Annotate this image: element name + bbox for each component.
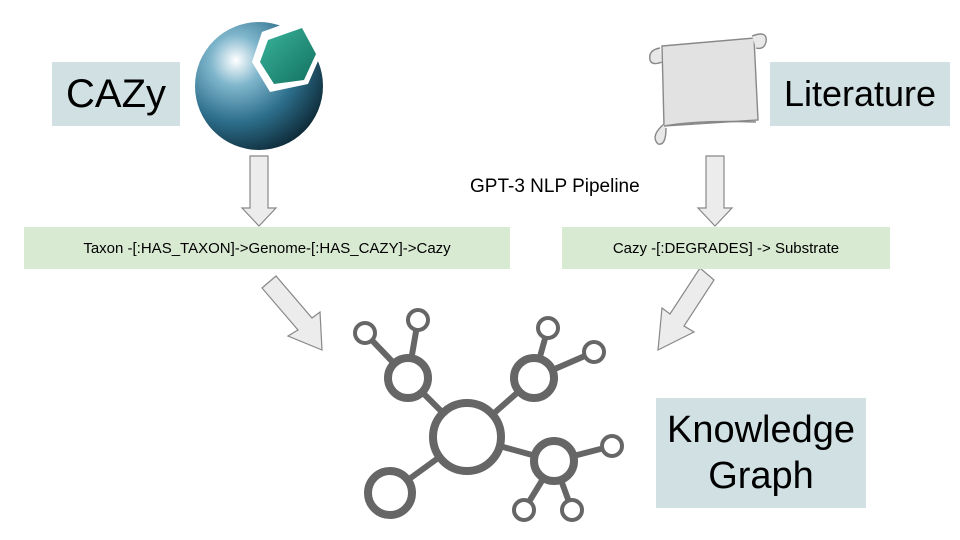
knowledge-graph-network-icon [353, 308, 624, 522]
knowledge-graph-label-line1: Knowledge [666, 409, 856, 451]
relation-cazy-substrate: Cazy -[:DEGRADES] -> Substrate [562, 227, 890, 269]
relation-taxon-genome-cazy: Taxon -[:HAS_TAXON]->Genome-[:HAS_CAZY]-… [24, 227, 510, 269]
arrow-literature-down [696, 155, 734, 227]
pipeline-label: GPT-3 NLP Pipeline [470, 176, 640, 197]
cazy-label: CAZy [52, 62, 180, 126]
relation-right-text: Cazy -[:DEGRADES] -> Substrate [612, 239, 840, 257]
arrow-right-to-graph [657, 267, 715, 352]
cazy-label-text: CAZy [66, 71, 166, 116]
scroll-icon [649, 33, 767, 145]
arrow-left-to-graph [261, 275, 323, 351]
relation-left-text: Taxon -[:HAS_TAXON]->Genome-[:HAS_CAZY]-… [83, 239, 451, 257]
knowledge-graph-label: Knowledge Graph [656, 398, 866, 508]
arrow-cazy-down [240, 155, 278, 227]
knowledge-graph-label-line2: Graph [708, 455, 814, 497]
cazy-logo-icon [195, 18, 323, 150]
literature-label-text: Literature [783, 73, 937, 114]
literature-label: Literature [770, 62, 950, 126]
